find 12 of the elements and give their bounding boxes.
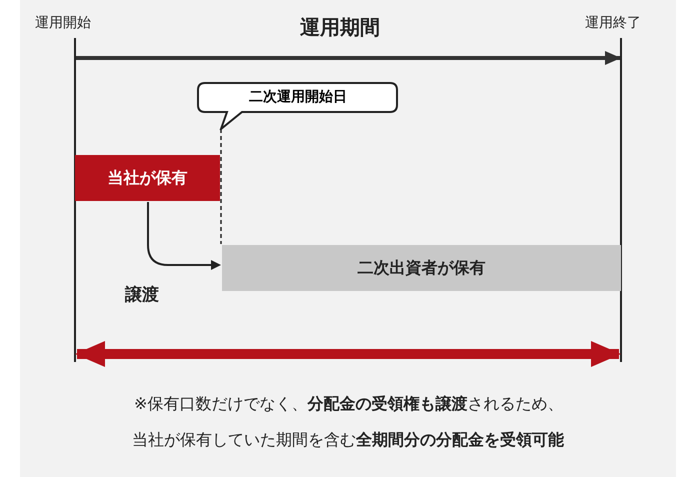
edge-label: 譲渡 <box>125 284 159 306</box>
marker-line <box>220 129 222 244</box>
note-text: ※保有口数だけでなく、分配金の受領権も譲渡されるため、 <box>134 394 564 415</box>
timeline-end-label: 運用終了 <box>585 14 641 32</box>
timeline-start-label: 運用開始 <box>35 14 91 32</box>
period-heading: 運用期間 <box>300 14 380 41</box>
note-text: 当社が保有していた期間を含む全期間分の分配金を受領可能 <box>132 430 564 451</box>
callout-text: 二次運用開始日 <box>249 88 347 106</box>
ownership-bar: 当社が保有 <box>75 155 220 201</box>
arrow <box>147 202 221 270</box>
callout-bubble <box>197 82 399 130</box>
ownership-bar: 二次出資者が保有 <box>222 245 621 291</box>
